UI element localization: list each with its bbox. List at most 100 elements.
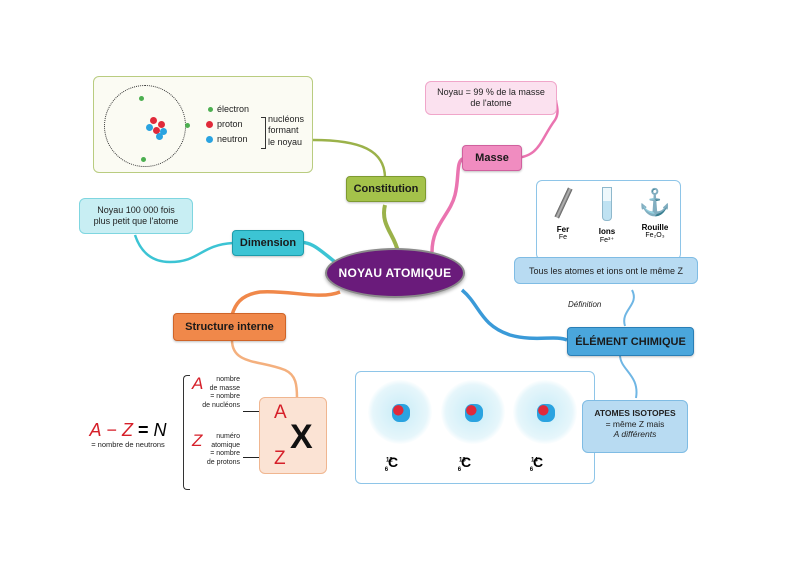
symbol-X: X [290,418,313,456]
Z-desc-line-4: de protons [206,458,240,466]
electron-3 [141,157,146,162]
isotope-label-c14: 14 6C [529,454,544,473]
A-letter: A [192,374,204,393]
example-fer-formula: Fe [558,234,568,241]
electron-dot-icon [208,107,213,112]
equation: A − Z = N = nombre de neutrons [78,420,178,449]
element-label: ÉLÉMENT CHIMIQUE [575,335,686,348]
A-description: A nombre de masse = nombre de nucléons [192,374,240,410]
isotope-label-c12: 12 6C [384,454,399,473]
c12-symbol: C [388,454,399,470]
A-desc-line-2: de masse [209,384,240,392]
link-element-def [623,289,635,327]
Z-description: Z numéro atomique = nombre de protons [192,431,240,467]
proton-dot-icon [206,121,213,129]
eq-N: N [153,420,167,440]
arrow-A [243,411,260,412]
isotope-label-c13: 13 6C [457,454,472,473]
equation-formula: A − Z = N [78,420,178,440]
electron-2 [185,123,190,128]
nuclide-symbol-box: A Z X [259,397,327,474]
c14-mass: 14 [531,457,538,464]
element-definition-box: Tous les atomes et ions ont le même Z [514,257,698,284]
Z-letter: Z [192,431,203,450]
example-rouille: ⚓ Rouille Fe₂O₃ [633,185,677,239]
Z-desc-line-2: atomique [211,441,240,449]
node-masse[interactable]: Masse [462,145,522,171]
example-rouille-formula: Fe₂O₃ [645,232,665,239]
nucleons-line-2: formant [268,125,299,136]
neutron-dot-icon [206,136,213,144]
example-rouille-name: Rouille [641,223,669,232]
proton [158,121,165,128]
legend-proton-label: proton [217,119,243,129]
definition-label: Définition [568,300,602,309]
eq-equals: = [138,420,149,440]
node-dimension[interactable]: Dimension [232,230,304,256]
isotopes-illustration-box: 126C 136C 146C [355,371,595,484]
neutron [160,128,167,135]
dimension-note: Noyau 100 000 fois plus petit que l'atom… [79,198,193,234]
proton [150,117,157,124]
anchor-icon: ⚓ [638,187,672,217]
A-desc-line-3: = nombre [210,393,240,400]
example-ions-formula: Fe³⁺ [599,237,615,244]
link-masse [430,156,466,253]
c13-symbol: C [461,454,472,470]
legend-electron-label: électron [217,104,250,114]
example-ions: Ions Fe³⁺ [587,187,627,244]
element-examples-box: Fer Fe Ions Fe³⁺ ⚓ Rouille Fe₂O₃ [536,180,681,260]
c12-z: 6 [384,466,389,473]
structure-label: Structure interne [185,321,274,333]
isotope-nucleus [392,404,410,422]
link-constitution-box [312,138,387,179]
legend-neutron: neutron [206,134,248,145]
neutron [156,133,163,140]
eq-minus: − [106,420,117,440]
c14-symbol: C [533,454,544,470]
A-desc-line-1: nombre [216,376,240,383]
c14-z: 6 [529,466,534,473]
node-structure-interne[interactable]: Structure interne [173,313,286,341]
element-definition-text: Tous les atomes et ions ont le même Z [528,265,684,276]
c13-mass: 13 [459,457,466,464]
masse-note-line-2: de l'atome [470,98,512,109]
screw-icon [553,187,573,219]
isotopes-title: ATOMES ISOTOPES [594,408,676,418]
nucleons-line-3: le noyau [268,136,303,147]
example-fer: Fer Fe [543,187,583,241]
example-ions-name: Ions [598,227,616,236]
masse-label: Masse [475,152,509,164]
central-label: NOYAU ATOMIQUE [338,266,452,280]
legend-electron: électron [208,104,249,115]
c12-mass: 12 [386,457,393,464]
eq-Z: Z [122,420,133,440]
A-desc-line-4: de nucléons [202,401,240,409]
c13-z: 6 [457,466,462,473]
electron-orbit [104,85,186,167]
constitution-label: Constitution [353,183,419,195]
nucleons-line-1: nucléons [268,114,305,124]
node-element-chimique[interactable]: ÉLÉMENT CHIMIQUE [567,327,694,356]
node-constitution[interactable]: Constitution [346,176,426,202]
test-tube-icon [602,187,612,221]
link-element [460,288,568,342]
Z-desc-line-1: numéro [216,433,240,440]
nucleons-note: nucléons formant le noyau [268,114,304,148]
link-structure-box [230,339,299,399]
masse-note: Noyau = 99 % de la masse de l'atome [425,81,557,115]
symbol-A: A [274,402,287,423]
link-dimension-note [133,234,234,264]
eq-A: A [89,420,102,440]
link-structure [230,289,341,316]
dimension-note-line-1: Noyau 100 000 fois [97,205,175,215]
isotopes-note: ATOMES ISOTOPES = même Z mais A différen… [582,400,688,453]
central-node[interactable]: NOYAU ATOMIQUE [325,248,465,298]
isotope-nucleus [465,404,483,422]
symbol-Z: Z [274,448,286,469]
neutron [146,124,153,131]
dimension-note-line-2: plus petit que l'atome [93,216,179,227]
isotope-nucleus [537,404,555,422]
constitution-atom-box: électron proton neutron nucléons formant… [93,76,313,173]
